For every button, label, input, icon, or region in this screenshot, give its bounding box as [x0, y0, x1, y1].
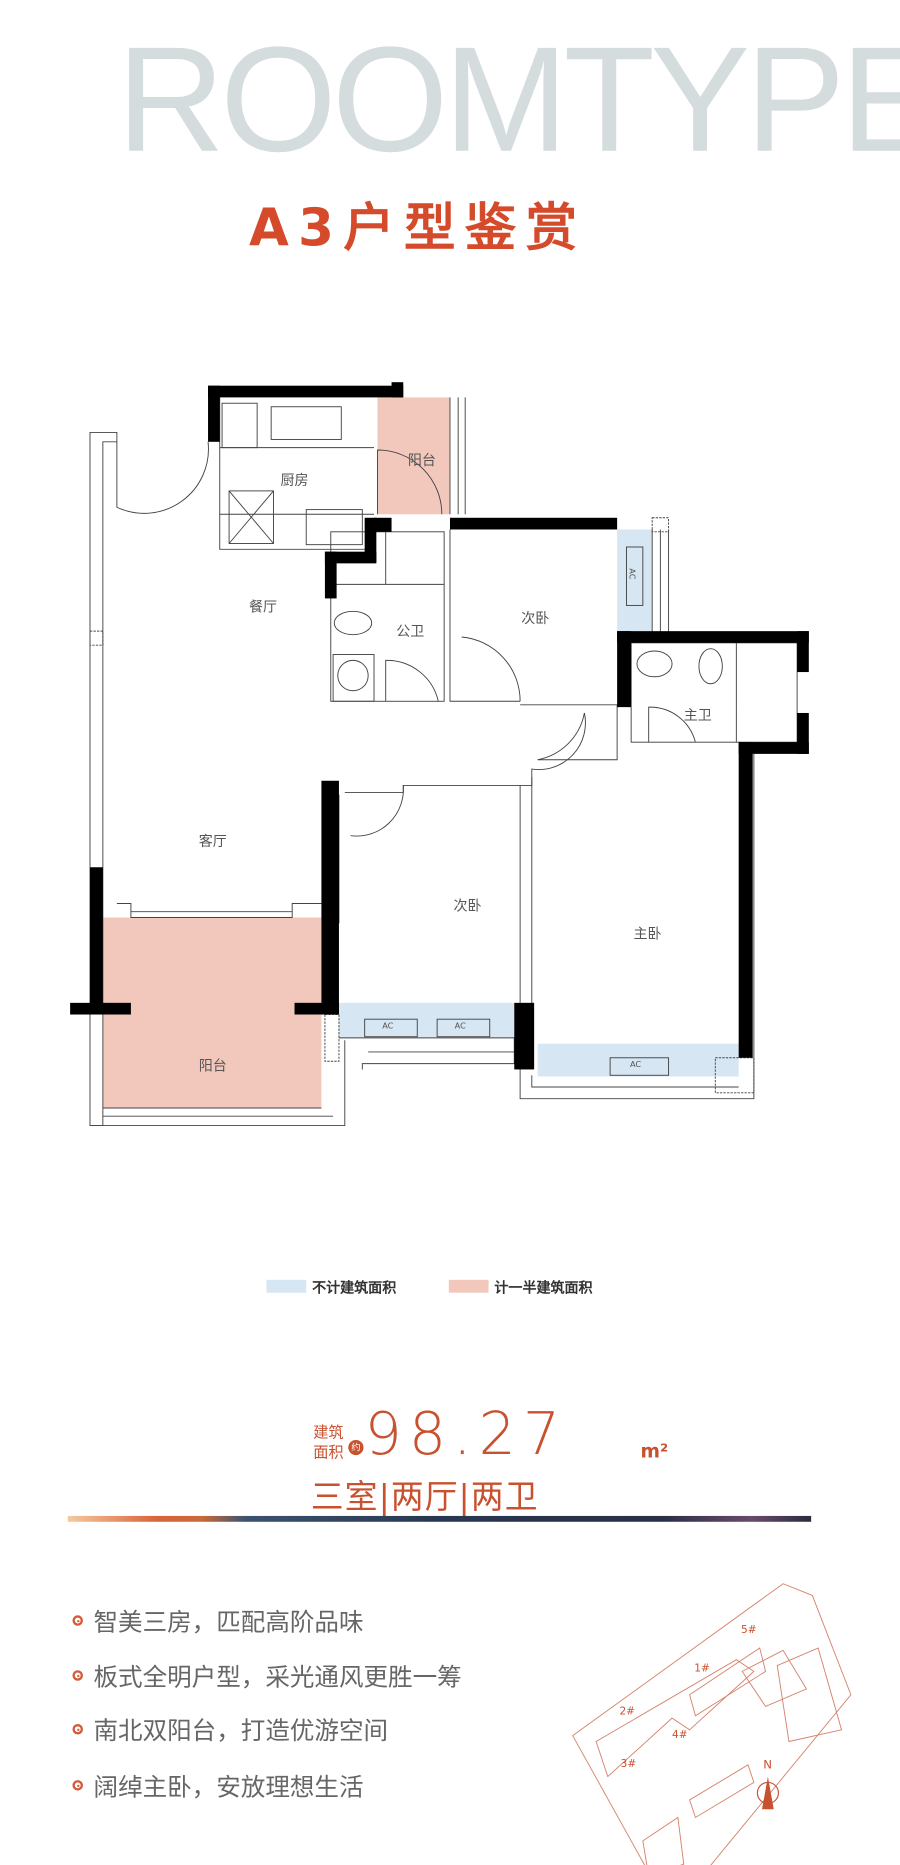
room-label-living: 客厅: [198, 833, 227, 850]
bullet-icon: [72, 1615, 83, 1626]
area-value: 98.27: [364, 1400, 568, 1469]
north-arrow-icon: [762, 1776, 774, 1810]
approx-badge: 约: [348, 1439, 364, 1456]
site-building-label: 2#: [619, 1706, 635, 1719]
legend-swatch-half-counted: [448, 1279, 489, 1293]
site-building-label: 1#: [694, 1663, 710, 1675]
background-word: ROOMTYPE: [116, 16, 900, 184]
gradient-divider: [67, 1515, 812, 1522]
room-label-second-bedroom: 次卧: [521, 610, 550, 627]
ac-zone: [617, 529, 653, 637]
legend-label-not-counted: 不计建筑面积: [312, 1279, 397, 1297]
legend-swatch-not-counted: [266, 1279, 307, 1293]
balcony-south-fill: [102, 917, 322, 1015]
bullet-icon: [72, 1670, 83, 1681]
ac-unit-icon: [364, 1018, 418, 1038]
north-label: N: [763, 1759, 772, 1772]
legend-label-half-counted: 计一半建筑面积: [494, 1279, 593, 1297]
area-label-line1: 建筑: [313, 1424, 344, 1443]
site-building-label: 3#: [620, 1759, 637, 1771]
ac-unit-icon: [436, 1018, 491, 1038]
ac-label: AC: [382, 1021, 394, 1031]
feature-item: 智美三房，匹配高阶品味: [93, 1608, 364, 1637]
room-label-kitchen: 厨房: [280, 472, 309, 489]
site-building-label: 4#: [672, 1729, 688, 1742]
room-label-master-bedroom: 主卧: [633, 925, 662, 943]
ac-label: AC: [629, 1060, 642, 1070]
room-label-balcony-north: 阳台: [407, 452, 436, 469]
room-label-balcony-south: 阳台: [198, 1057, 227, 1075]
ac-unit-icon: [609, 1057, 670, 1076]
structural-walls: [70, 382, 809, 1070]
feature-item: 南北双阳台，打造优游空间: [93, 1716, 389, 1746]
balcony-south-fill-2: [102, 1014, 322, 1109]
ac-label: AC: [627, 568, 637, 580]
room-label-second-bedroom-2: 次卧: [453, 897, 482, 915]
compass-icon: [756, 1781, 780, 1805]
balcony-north-fill: [377, 397, 450, 515]
ac-zone: [537, 1043, 739, 1077]
ac-zone: [338, 1002, 515, 1038]
bullet-icon: [72, 1723, 83, 1735]
room-label-master-bath: 主卫: [683, 707, 712, 724]
room-label-public-bath: 公卫: [396, 622, 425, 640]
bullet-icon: [72, 1780, 83, 1791]
room-label-dining: 餐厅: [248, 598, 278, 615]
ac-unit-icon: [626, 546, 644, 606]
area-label-line2: 面积: [313, 1444, 344, 1463]
layout-summary: 三室|两厅|两卫: [310, 1477, 539, 1516]
site-map: [572, 1583, 852, 1865]
ac-label: AC: [454, 1021, 466, 1031]
feature-item: 阔绰主卧，安放理想生活: [93, 1773, 364, 1802]
page-title: A3户型鉴赏: [248, 198, 587, 259]
site-building-label: 5#: [741, 1624, 757, 1637]
area-unit: m²: [640, 1439, 669, 1463]
feature-item: 板式全明户型，采光通风更胜一筹: [93, 1663, 462, 1692]
